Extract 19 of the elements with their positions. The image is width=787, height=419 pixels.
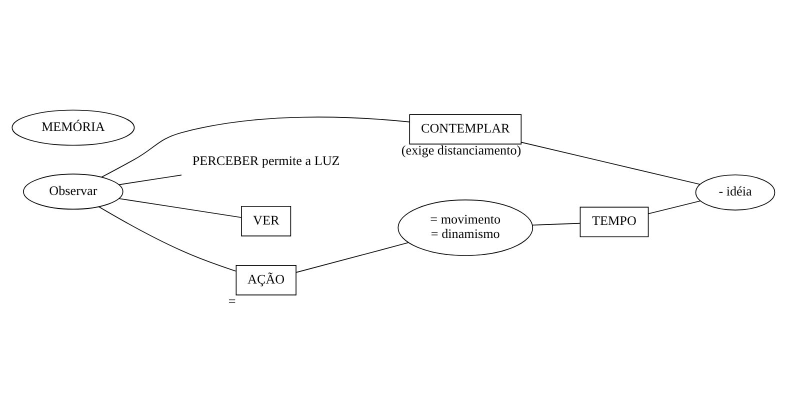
- connector: [118, 198, 242, 218]
- node-ellipse: MEMÓRIA: [12, 109, 135, 146]
- node-text: PERCEBER permite a LUZ: [192, 152, 340, 168]
- node-box: VER: [241, 205, 292, 236]
- connector: [101, 116, 410, 178]
- node-box: AÇÃO: [236, 264, 296, 295]
- connector: [648, 200, 701, 214]
- node-label: (exige distanciamento): [401, 142, 522, 158]
- connector: [98, 206, 236, 271]
- connector: [532, 222, 580, 226]
- node-box: CONTEMPLAR: [409, 114, 522, 144]
- connector: [521, 141, 700, 184]
- node-ellipse: = movimento = dinamismo: [398, 199, 534, 256]
- node-ellipse: Observar: [23, 173, 124, 210]
- node-box: TEMPO: [580, 206, 649, 237]
- node-ellipse: - idéia: [695, 174, 776, 210]
- connector: [118, 174, 182, 185]
- connector: [296, 242, 409, 272]
- node-label: =: [228, 292, 236, 308]
